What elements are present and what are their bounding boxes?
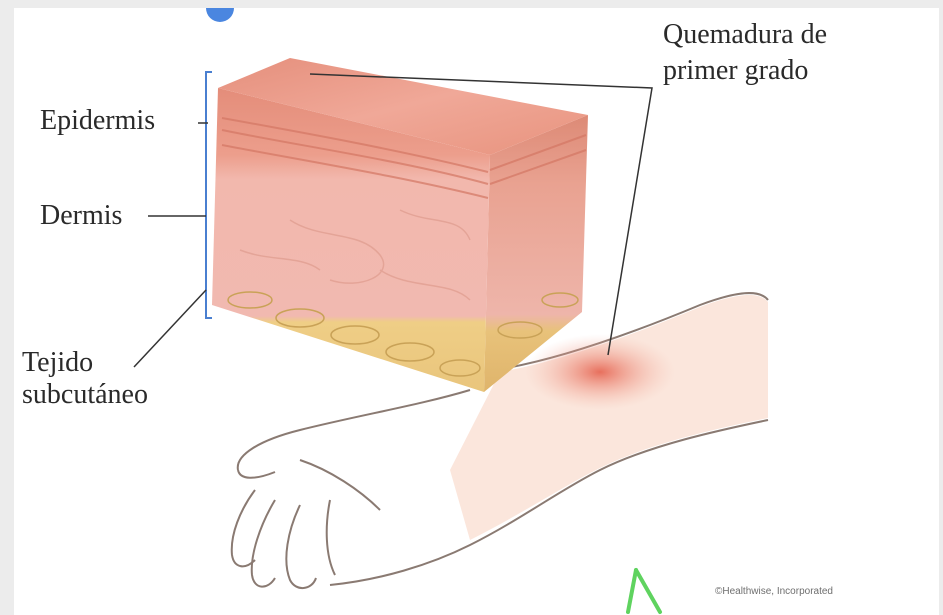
blue-circle-fragment <box>206 8 234 22</box>
layer-bracket <box>206 72 212 318</box>
label-dermis: Dermis <box>40 201 122 231</box>
label-burn-line1: Quemadura de <box>663 20 827 50</box>
label-epidermis: Epidermis <box>40 106 155 136</box>
label-burn-line2: primer grado <box>663 56 808 86</box>
copyright-credit: ©Healthwise, Incorporated <box>715 586 833 597</box>
label-subcutaneous-line2: subcutáneo <box>22 380 148 410</box>
label-subcutaneous-line1: Tejido <box>22 348 93 378</box>
green-arrow <box>628 570 660 612</box>
burn-area <box>525 334 675 410</box>
